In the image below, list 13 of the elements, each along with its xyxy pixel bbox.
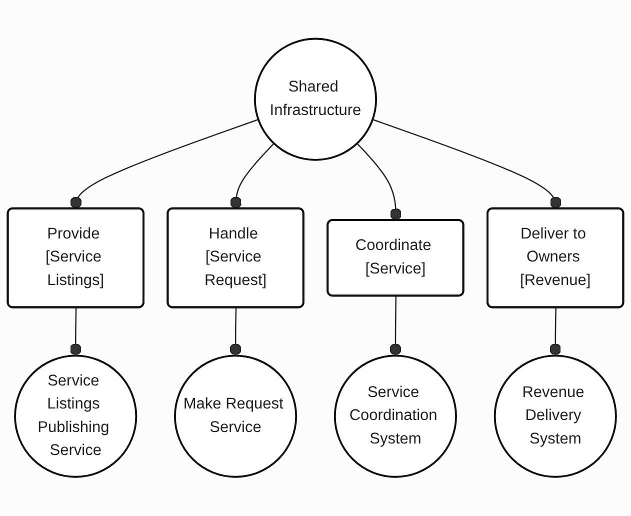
connector: [390, 296, 402, 356]
connector: [372, 119, 562, 210]
connector: [230, 308, 242, 356]
connector: [70, 119, 259, 210]
connector: [230, 143, 274, 210]
connector: [550, 308, 562, 356]
connector: [356, 143, 402, 221]
node-circle: Service Coordination System: [334, 354, 458, 478]
node-circle: Make Request Service: [174, 354, 298, 478]
node-circle: Shared Infrastructure: [254, 38, 378, 162]
connector: [70, 308, 82, 356]
node-circle: Revenue Delivery System: [494, 354, 617, 478]
node-circle: Service Listings Publishing Service: [14, 354, 138, 478]
